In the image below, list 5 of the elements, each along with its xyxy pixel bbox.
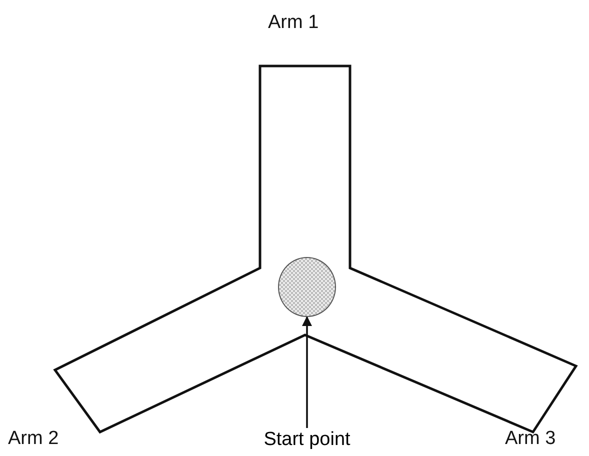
arm-label: Arm 2 (8, 428, 59, 450)
arm-label: Arm 1 (268, 12, 319, 34)
arrow (302, 316, 312, 428)
arm-label: Arm 3 (505, 428, 556, 450)
start-point-label: Start point (245, 428, 369, 452)
